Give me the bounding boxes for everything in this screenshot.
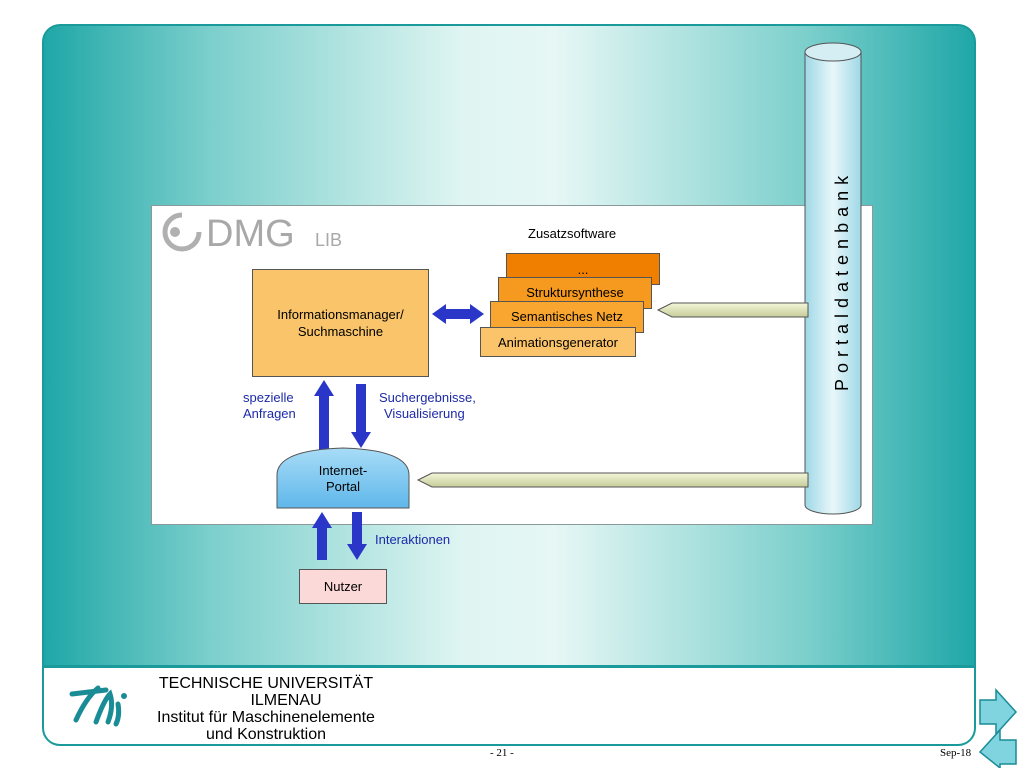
dmglib-logo: DMG LIB <box>162 212 342 255</box>
down-arrow-user <box>347 512 367 560</box>
requests-label-line2: Anfragen <box>243 406 296 421</box>
portal-label-line1: Internet- <box>318 463 368 478</box>
internet-portal-shape <box>276 447 410 509</box>
up-arrow-user <box>312 512 332 560</box>
informationsmanager-box: Informationsmanager/ Suchmaschine <box>252 269 429 377</box>
logo-sub-text: LIB <box>315 230 342 250</box>
portal-label-line2: Portal <box>326 479 360 494</box>
footer-band <box>44 665 974 744</box>
university-name: TECHNISCHE UNIVERSITÄT ILMENAU Institut … <box>150 675 382 743</box>
db-to-stack-arrow <box>656 302 809 318</box>
navigation-arrows-icon <box>978 688 1018 768</box>
double-arrow <box>432 304 484 324</box>
info-box-line1: Informationsmanager/ <box>277 307 404 322</box>
portaldatenbank-label: Portaldatenbank <box>832 169 852 391</box>
results-label-line2: Visualisierung <box>384 406 465 421</box>
institute-line2: und Konstruktion <box>205 726 327 743</box>
logo-main-text: DMG <box>206 213 295 255</box>
up-arrow-requests <box>314 380 334 450</box>
zusatzsoftware-title: Zusatzsoftware <box>528 226 617 241</box>
tu-ilmenau-logo <box>69 685 127 727</box>
page-number: - 21 - <box>490 747 514 759</box>
interaktionen-label: Interaktionen <box>375 532 451 547</box>
requests-label-line1: spezielle <box>243 390 294 405</box>
internet-portal-label: Internet- Portal <box>277 463 409 495</box>
university-line1: TECHNISCHE UNIVERSITÄT <box>158 675 374 692</box>
results-label: Suchergebnisse, Visualisierung <box>379 390 476 422</box>
down-arrow-results <box>351 384 371 448</box>
stack-item-animationsgenerator: Animationsgenerator <box>480 327 636 357</box>
results-label-line1: Suchergebnisse, <box>379 390 476 405</box>
requests-label: spezielle Anfragen <box>243 390 296 422</box>
database-cylinder <box>804 42 862 515</box>
university-line2: ILMENAU <box>250 692 322 709</box>
nutzer-box: Nutzer <box>299 569 387 604</box>
info-box-line2: Suchmaschine <box>297 324 384 339</box>
date-label: Sep-18 <box>940 747 972 759</box>
institute-line1: Institut für Maschinenelemente <box>157 709 375 726</box>
db-to-portal-arrow <box>416 472 809 488</box>
